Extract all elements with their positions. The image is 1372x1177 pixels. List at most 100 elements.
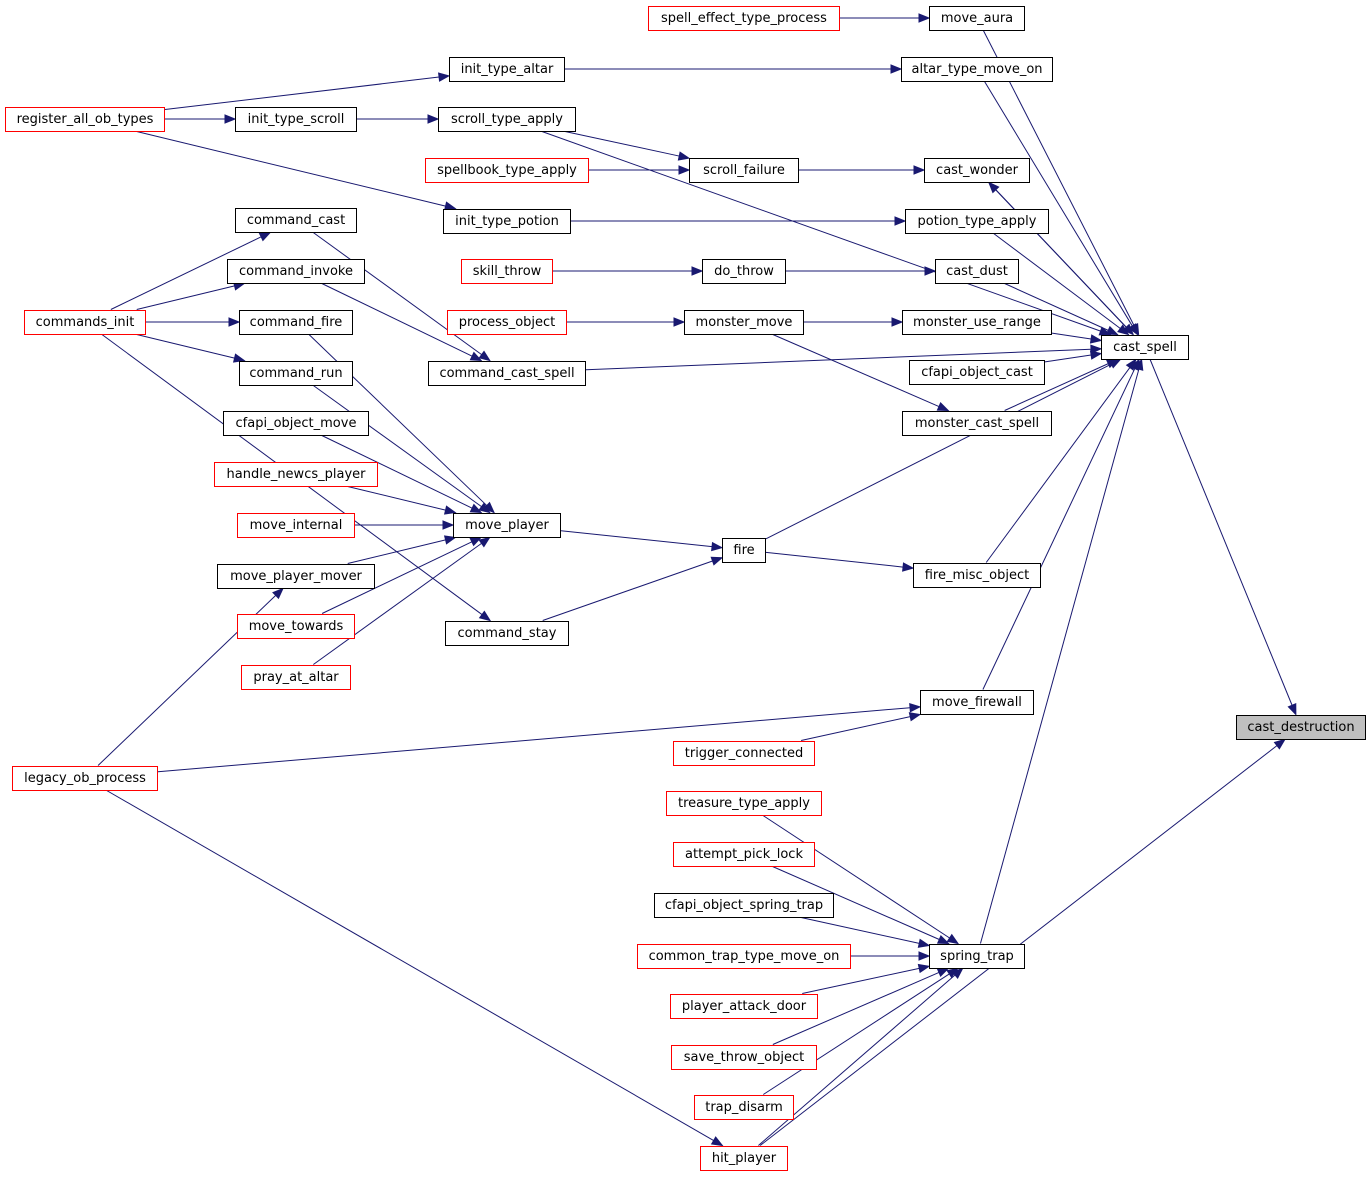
edge-command_stay-to-fire xyxy=(542,556,724,621)
edge-cfapi_object_cast-to-cast_spell xyxy=(1044,350,1103,363)
edge-trigger_connected-to-move_firewall xyxy=(801,712,922,741)
edge-pray_at_altar-to-move_player xyxy=(313,536,491,665)
edge-attempt_pick_lock-to-spring_trap xyxy=(772,866,950,945)
edge-init_type_potion-to-potion_type_apply xyxy=(571,216,907,226)
node-save_throw_object[interactable]: save_throw_object xyxy=(671,1044,817,1070)
node-command_run[interactable]: command_run xyxy=(239,360,353,386)
node-cfapi_object_cast[interactable]: cfapi_object_cast xyxy=(909,359,1045,385)
edge-monster_use_range-to-cast_spell xyxy=(1051,332,1103,344)
node-treasure_type_apply[interactable]: treasure_type_apply xyxy=(666,790,822,816)
node-scroll_type_apply[interactable]: scroll_type_apply xyxy=(438,106,576,132)
edge-command_cast-to-command_cast_spell xyxy=(312,232,491,362)
node-spellbook_type_apply[interactable]: spellbook_type_apply xyxy=(425,157,589,183)
node-move_player_mover[interactable]: move_player_mover xyxy=(217,563,375,589)
node-move_internal[interactable]: move_internal xyxy=(237,512,355,538)
node-command_cast[interactable]: command_cast xyxy=(235,207,357,233)
node-fire_misc_object[interactable]: fire_misc_object xyxy=(913,562,1041,588)
node-trigger_connected[interactable]: trigger_connected xyxy=(673,740,815,766)
node-monster_cast_spell[interactable]: monster_cast_spell xyxy=(902,410,1052,436)
edge-command_invoke-to-command_cast_spell xyxy=(321,283,483,362)
node-init_type_potion[interactable]: init_type_potion xyxy=(443,208,571,234)
node-common_trap_type_move_on[interactable]: common_trap_type_move_on xyxy=(637,943,851,969)
edge-move_player-to-fire xyxy=(560,530,724,552)
node-move_player[interactable]: move_player xyxy=(453,512,561,538)
node-legacy_ob_process[interactable]: legacy_ob_process xyxy=(12,765,158,791)
edge-monster_move-to-monster_cast_spell xyxy=(772,334,950,412)
node-fire[interactable]: fire xyxy=(722,537,766,563)
edge-move_player_mover-to-move_player xyxy=(347,535,457,564)
node-spell_effect_type_process[interactable]: spell_effect_type_process xyxy=(648,5,840,31)
edge-fire-to-fire_misc_object xyxy=(765,551,915,572)
node-command_cast_spell[interactable]: command_cast_spell xyxy=(428,360,586,386)
node-altar_type_move_on[interactable]: altar_type_move_on xyxy=(901,56,1053,82)
node-monster_move[interactable]: monster_move xyxy=(684,309,804,335)
edge-fire-to-cast_spell xyxy=(765,358,1122,540)
node-pray_at_altar[interactable]: pray_at_altar xyxy=(241,664,351,690)
edge-commands_init-to-command_cast xyxy=(110,231,272,310)
edge-spell_effect_type_process-to-move_aura xyxy=(840,13,931,23)
node-register_all_ob_types[interactable]: register_all_ob_types xyxy=(5,106,165,132)
node-init_type_altar[interactable]: init_type_altar xyxy=(449,56,565,82)
node-scroll_failure[interactable]: scroll_failure xyxy=(689,157,799,183)
node-attempt_pick_lock[interactable]: attempt_pick_lock xyxy=(673,841,815,867)
edge-handle_newcs_player-to-move_player xyxy=(347,486,457,515)
edge-move_towards-to-move_player xyxy=(321,536,483,614)
node-cfapi_object_move[interactable]: cfapi_object_move xyxy=(223,410,369,436)
edge-legacy_ob_process-to-hit_player xyxy=(106,790,724,1147)
node-cast_spell[interactable]: cast_spell xyxy=(1101,334,1189,360)
edge-do_throw-to-cast_dust xyxy=(786,266,937,276)
node-potion_type_apply[interactable]: potion_type_apply xyxy=(905,208,1049,234)
edge-commands_init-to-command_fire xyxy=(146,317,241,327)
edge-skill_throw-to-do_throw xyxy=(553,266,704,276)
edge-move_firewall-to-cast_spell xyxy=(982,358,1140,690)
node-move_firewall[interactable]: move_firewall xyxy=(920,689,1034,715)
node-do_throw[interactable]: do_throw xyxy=(702,258,786,284)
edge-process_object-to-monster_move xyxy=(567,317,686,327)
node-init_type_scroll[interactable]: init_type_scroll xyxy=(235,106,357,132)
edge-altar_type_move_on-to-cast_spell xyxy=(984,81,1139,336)
node-player_attack_door[interactable]: player_attack_door xyxy=(670,993,818,1019)
edge-hit_player-to-cast_destruction xyxy=(759,738,1286,1146)
node-command_fire[interactable]: command_fire xyxy=(239,309,353,335)
node-monster_use_range[interactable]: monster_use_range xyxy=(902,309,1052,335)
node-move_towards[interactable]: move_towards xyxy=(237,613,355,639)
edge-spellbook_type_apply-to-scroll_failure xyxy=(589,165,691,175)
edge-cfapi_object_move-to-move_player xyxy=(321,435,483,514)
node-command_stay[interactable]: command_stay xyxy=(445,620,569,646)
node-cast_destruction: cast_destruction xyxy=(1236,714,1366,740)
node-move_aura[interactable]: move_aura xyxy=(929,5,1025,31)
edge-init_type_altar-to-altar_type_move_on xyxy=(565,64,903,74)
node-cast_dust[interactable]: cast_dust xyxy=(935,258,1019,284)
edge-move_internal-to-move_player xyxy=(355,520,455,530)
edge-init_type_scroll-to-scroll_type_apply xyxy=(357,114,440,124)
edge-monster_move-to-monster_use_range xyxy=(804,317,904,327)
node-command_invoke[interactable]: command_invoke xyxy=(227,258,365,284)
node-cast_wonder[interactable]: cast_wonder xyxy=(924,157,1030,183)
edge-player_attack_door-to-spring_trap xyxy=(802,963,931,994)
edge-commands_init-to-command_invoke xyxy=(136,281,246,310)
edge-spring_trap-to-cast_spell xyxy=(979,358,1144,944)
edge-legacy_ob_process-to-move_firewall xyxy=(157,703,922,773)
edge-potion_type_apply-to-cast_spell xyxy=(993,233,1130,336)
node-handle_newcs_player[interactable]: handle_newcs_player xyxy=(214,461,378,487)
edge-cfapi_object_spring_trap-to-spring_trap xyxy=(801,917,931,948)
edge-command_run-to-move_player xyxy=(313,385,491,514)
edge-scroll_failure-to-cast_wonder xyxy=(799,165,926,175)
edge-register_all_ob_types-to-init_type_scroll xyxy=(165,114,237,124)
edge-cast_spell-to-cast_destruction xyxy=(1149,359,1297,716)
edge-register_all_ob_types-to-init_type_potion xyxy=(136,131,457,211)
node-hit_player[interactable]: hit_player xyxy=(700,1145,788,1171)
edge-command_cast_spell-to-cast_spell xyxy=(585,344,1103,371)
edge-cast_dust-to-cast_spell xyxy=(1004,283,1119,336)
edge-register_all_ob_types-to-init_type_altar xyxy=(164,72,451,111)
node-skill_throw[interactable]: skill_throw xyxy=(461,258,553,284)
node-commands_init[interactable]: commands_init xyxy=(24,309,146,335)
node-cfapi_object_spring_trap[interactable]: cfapi_object_spring_trap xyxy=(654,892,834,918)
node-process_object[interactable]: process_object xyxy=(447,309,567,335)
edge-scroll_type_apply-to-scroll_failure xyxy=(564,131,691,161)
node-spring_trap[interactable]: spring_trap xyxy=(929,943,1025,969)
node-trap_disarm[interactable]: trap_disarm xyxy=(694,1094,794,1120)
edge-common_trap_type_move_on-to-spring_trap xyxy=(851,951,931,961)
